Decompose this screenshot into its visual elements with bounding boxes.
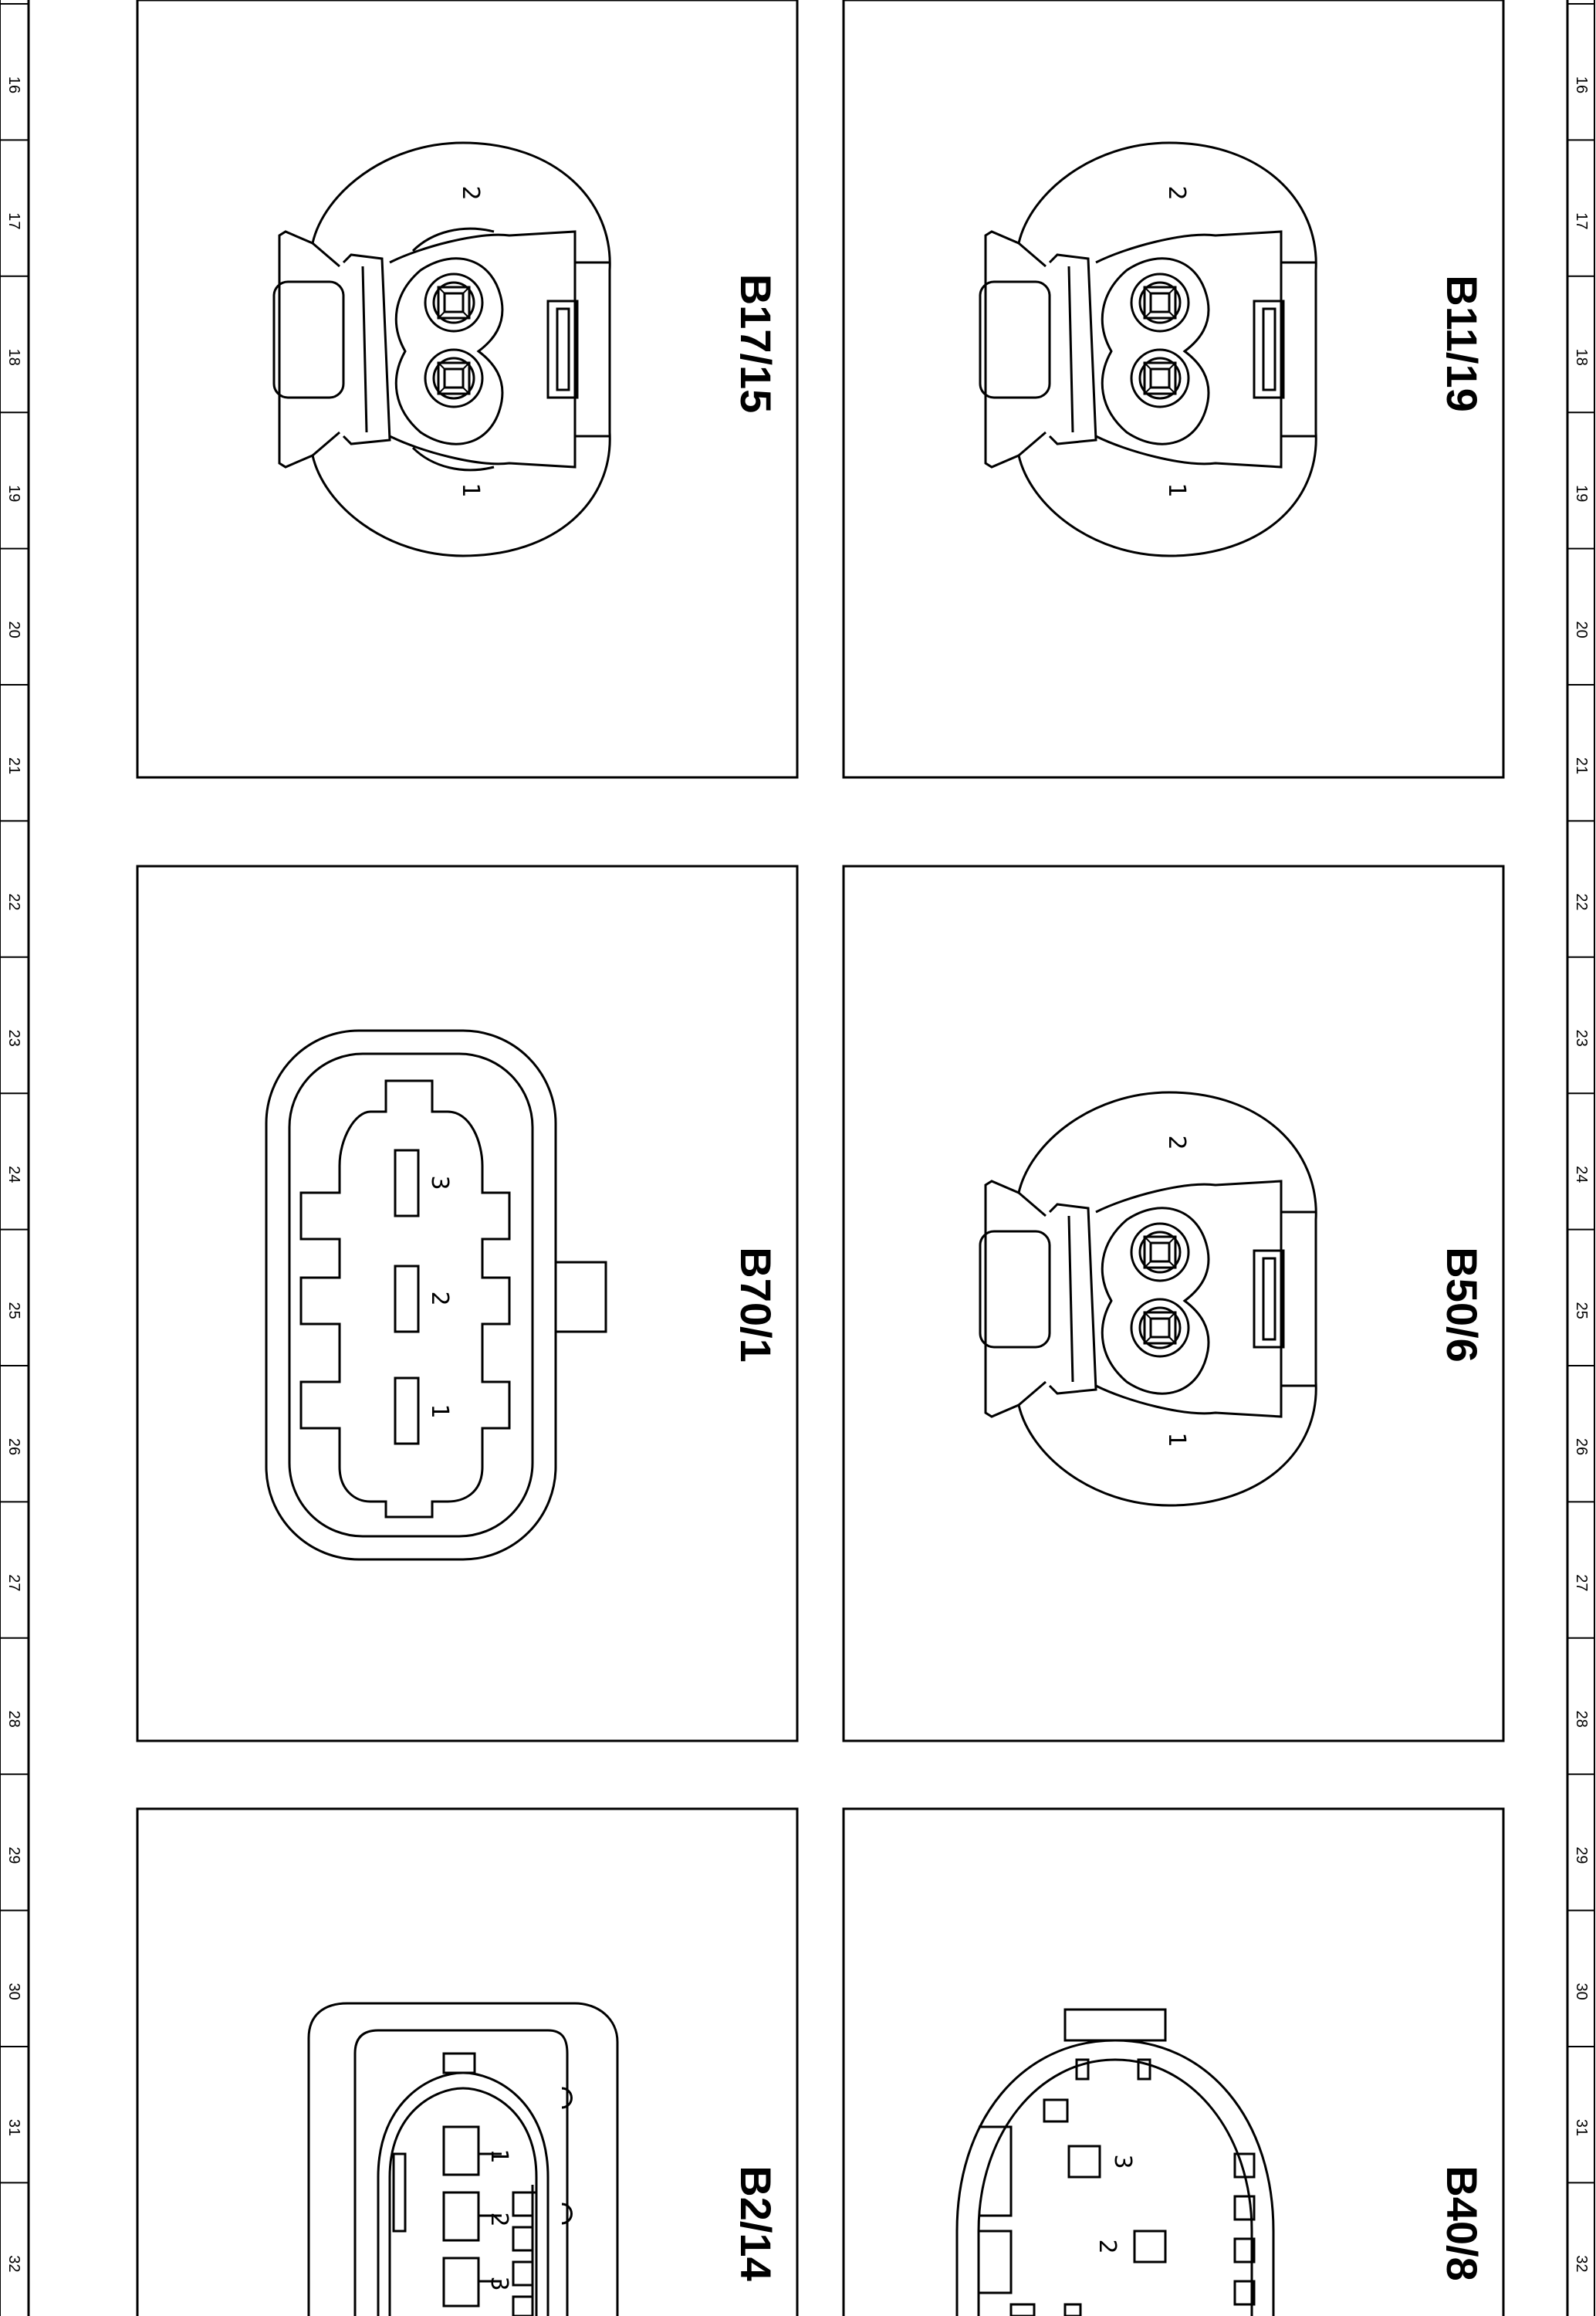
ruler-number: 25: [1573, 1302, 1590, 1319]
right-ruler: 16 17 18 19 20 21 22 23 24 25 26 27 28 29 30 31 32: [1567, 3, 1594, 2273]
ruler-number: 19: [5, 485, 22, 502]
ruler-number: 27: [1573, 1574, 1590, 1591]
ruler-number: 31: [1573, 2119, 1590, 2136]
panel-b70-1: [136, 865, 799, 1742]
ruler-number: 28: [5, 1711, 22, 1728]
ruler-number: 18: [1573, 349, 1590, 366]
pin-label: 3: [485, 2276, 512, 2291]
pin-label: 3: [426, 1175, 453, 1190]
ruler-number: 28: [1573, 1711, 1590, 1728]
connector-label-b50-6: B50/6: [1438, 1247, 1486, 1362]
connector-label-b70-1: B70/1: [732, 1247, 780, 1362]
connector-label-b40-8: B40/8: [1438, 2165, 1486, 2280]
pin-label: 2: [1163, 1135, 1190, 1150]
panel-grid: [136, 0, 1505, 2316]
ruler-number: 16: [1573, 76, 1590, 93]
ruler-number: 29: [5, 1847, 22, 1864]
panel-b40-8: [842, 1807, 1505, 2316]
pin-label: 3: [1109, 2154, 1136, 2169]
ruler-number: 24: [5, 1166, 22, 1183]
pin-label: 1: [1163, 1432, 1190, 1447]
ruler-number: 30: [5, 1982, 22, 1999]
ruler-number: 17: [1573, 212, 1590, 229]
ruler-number: 25: [5, 1302, 22, 1319]
pin-label: 1: [457, 482, 484, 497]
pin-label: 2: [485, 2212, 512, 2226]
left-ruler: 16 17 18 19 20 21 22 23 24 25 26 27 28 29 30 31 32: [0, 3, 29, 2273]
panel-b11-19: [842, 0, 1505, 779]
connector-b40-8-drawing: [955, 2008, 1275, 2316]
ruler-number: 23: [1573, 1030, 1590, 1047]
ruler-number: 31: [5, 2119, 22, 2136]
connector-b50-6-drawing: [979, 1091, 1317, 1507]
pin-label: 2: [426, 1291, 453, 1305]
ruler-number: 22: [5, 893, 22, 910]
connector-b11-19-drawing: [979, 141, 1317, 557]
pin-label: 1: [485, 2148, 512, 2163]
pin-label: 1: [426, 1403, 453, 1418]
ruler-number: 27: [5, 1574, 22, 1591]
ruler-number: 32: [5, 2255, 22, 2272]
ruler-number: 23: [5, 1030, 22, 1047]
connector-b2-14-drawing: [307, 2002, 619, 2316]
ruler-number: 30: [1573, 1982, 1590, 1999]
pin-label: 2: [1163, 185, 1190, 200]
ruler-number: 24: [1573, 1166, 1590, 1183]
ruler-number: 17: [5, 212, 22, 229]
ruler-number: 21: [1573, 757, 1590, 774]
connector-label-b2-14: B2/14: [732, 2165, 780, 2280]
ruler-number: 20: [1573, 621, 1590, 638]
connector-b17-15-drawing: [272, 141, 611, 557]
ruler-number: 26: [1573, 1438, 1590, 1455]
pin-label: 2: [457, 185, 484, 200]
ruler-number: 18: [5, 349, 22, 366]
ruler-number: 32: [1573, 2255, 1590, 2272]
connector-b70-1-drawing: [265, 1029, 607, 1561]
ruler-number: 29: [1573, 1847, 1590, 1864]
ruler-number: 26: [5, 1438, 22, 1455]
pin-label: 1: [1163, 482, 1190, 497]
connector-label-b17-15: B17/15: [732, 274, 780, 414]
panel-b50-6: [842, 865, 1505, 1742]
panel-b2-14: [136, 1807, 799, 2316]
ruler-number: 20: [5, 621, 22, 638]
connector-label-b11-19: B11/19: [1438, 275, 1486, 412]
ruler-number: 19: [1573, 485, 1590, 502]
panel-b17-15: [136, 0, 799, 779]
ruler-number: 22: [1573, 893, 1590, 910]
ruler-number: 16: [5, 76, 22, 93]
ruler-number: 21: [5, 757, 22, 774]
pin-label: 2: [1094, 2239, 1121, 2253]
